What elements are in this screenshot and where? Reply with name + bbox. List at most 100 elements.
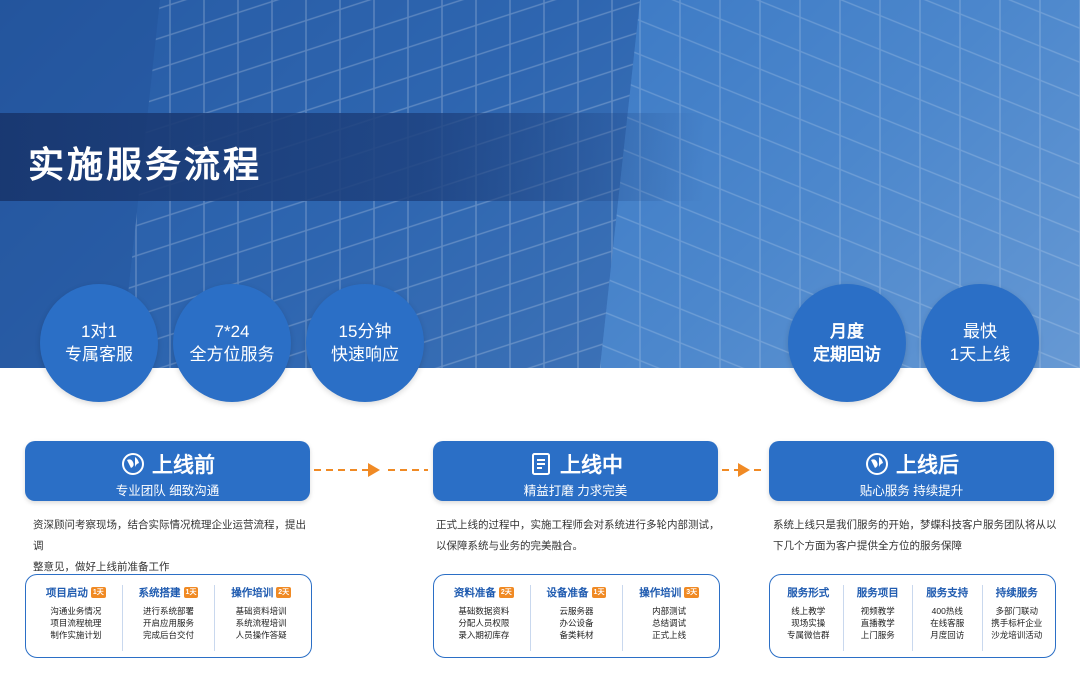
stage-subtitle: 专业团队 细致沟通 [115,484,220,498]
hero-background [0,0,1080,368]
description-line: 下几个方面为客户提供全方位的服务保障 [773,540,962,552]
duration-tag: 1天 [183,587,199,598]
column-item: 基础资料培训 [235,606,287,616]
circle-line1: 15分钟 [338,322,392,341]
column-item: 多部门联动 [995,606,1038,616]
column-item: 基础数据资料 [458,606,510,616]
stage-description: 资深顾问考察现场，结合实际情况梳理企业运营流程，提出调 整意见，做好上线前准备工… [33,515,313,578]
arrow-right-icon [722,463,766,477]
column-item: 上门服务 [860,630,895,640]
column-item: 专属微信群 [786,630,830,640]
column-item: 系统流程培训 [235,618,287,628]
circle-line1: 1对1 [81,322,117,341]
description-line: 正式上线的过程中，实施工程师会对系统进行多轮内部测试， [436,519,720,531]
duration-tag: 3天 [684,587,700,598]
column-title: 服务项目 [856,587,899,599]
duration-tag: 2天 [276,587,292,598]
column-item: 录入期初库存 [458,630,510,640]
circle-line2: 快速响应 [331,345,399,364]
duration-tag: 2天 [498,587,514,598]
globe-icon [122,453,144,475]
column-item: 400热线 [931,606,963,616]
stage-description: 正式上线的过程中，实施工程师会对系统进行多轮内部测试， 以保障系统与业务的完美融… [436,515,721,557]
column-item: 进行系统部署 [143,606,195,616]
circle-line1: 最快 [963,322,997,341]
column-item: 分配人员权限 [458,618,510,628]
column-title: 服务支持 [926,587,969,599]
stage-subtitle: 贴心服务 持续提升 [859,484,964,498]
column-item: 现场实操 [791,618,826,628]
duration-tag: 1天 [591,587,607,598]
feature-circle: 最快 1天上线 [921,284,1039,402]
column-item: 云服务器 [559,606,594,616]
description-line: 整意见，做好上线前准备工作 [33,561,170,573]
column-item: 制作实施计划 [50,630,102,640]
column-title: 项目启动 [45,587,88,599]
column-item: 视频教学 [860,606,895,616]
stage-title: 上线中 [560,454,623,477]
column-item: 在线客服 [930,618,965,628]
stage-before-launch: 上线前 专业团队 细致沟通 [25,441,310,501]
circle-line2: 1天上线 [949,345,1011,364]
globe-icon [866,453,888,475]
feature-circle: 月度 定期回访 [788,284,906,402]
feature-circle: 15分钟 快速响应 [306,284,424,402]
detail-column: 服务形式 线上教学 现场实操 专属微信群 [774,585,844,651]
column-title: 资料准备 [453,587,496,599]
stage-description: 系统上线只是我们服务的开始，梦蝶科技客户服务团队将从以 下几个方面为客户提供全方… [773,515,1058,557]
column-item: 正式上线 [652,630,687,640]
stage-title: 上线前 [152,454,215,477]
detail-box-after: 服务形式 线上教学 现场实操 专属微信群 服务项目 视频教学 直播教学 上门服务… [769,574,1056,658]
title-band [0,113,705,201]
column-title: 操作培训 [231,587,274,599]
column-title: 操作培训 [639,587,682,599]
column-title: 设备准备 [546,587,589,599]
circle-line2: 专属客服 [65,345,133,364]
column-item: 月度回访 [930,630,965,640]
column-item: 办公设备 [559,618,594,628]
stage-after-launch: 上线后 贴心服务 持续提升 [769,441,1054,501]
circle-line1: 月度 [830,322,864,341]
column-item: 备类耗材 [559,630,594,640]
feature-circle: 7*24 全方位服务 [173,284,291,402]
stage-title: 上线后 [896,454,959,477]
description-line: 系统上线只是我们服务的开始，梦蝶科技客户服务团队将从以 [773,519,1057,531]
stage-subtitle: 精益打磨 力求完美 [523,484,628,498]
column-item: 人员操作答疑 [235,630,287,640]
circle-line2: 定期回访 [813,345,881,364]
feature-circle: 1对1 专属客服 [40,284,158,402]
column-item: 沟通业务情况 [50,606,102,616]
arrow-right-icon [314,463,428,477]
description-line: 资深顾问考察现场，结合实际情况梳理企业运营流程，提出调 [33,519,306,552]
circle-line2: 全方位服务 [189,345,275,364]
document-icon [532,453,550,475]
column-title: 持续服务 [995,587,1038,599]
column-item: 项目流程梳理 [50,618,102,628]
detail-column: 服务项目 视频教学 直播教学 上门服务 [844,585,913,651]
column-title: 服务形式 [787,587,830,599]
column-item: 开启应用服务 [143,618,195,628]
column-item: 内部测试 [652,606,687,616]
column-item: 直播教学 [860,618,895,628]
detail-column: 持续服务 多部门联动 携手标杆企业 沙龙培训活动 [983,585,1052,651]
description-line: 以保障系统与业务的完美融合。 [436,540,583,552]
column-item: 总结调试 [652,618,687,628]
column-item: 完成后台交付 [143,630,195,640]
stage-during-launch: 上线中 精益打磨 力求完美 [433,441,718,501]
column-title: 系统搭建 [138,587,181,599]
circle-line1: 7*24 [214,322,250,341]
duration-tag: 1天 [90,587,106,598]
column-item: 沙龙培训活动 [991,630,1043,640]
page-title: 实施服务流程 [28,144,263,185]
column-item: 线上教学 [791,606,826,616]
detail-column: 服务支持 400热线 在线客服 月度回访 [913,585,983,651]
column-item: 携手标杆企业 [991,618,1043,628]
